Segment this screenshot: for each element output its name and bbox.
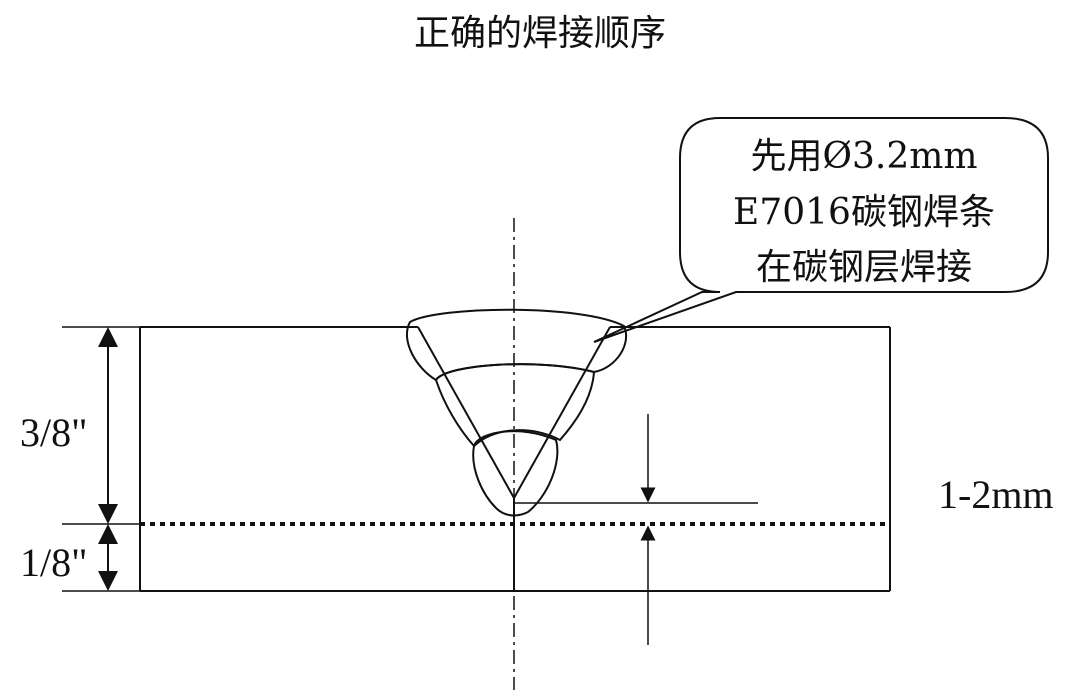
root-gap-dimension: 1-2mm [514,414,1054,645]
dim-label-top-layer: 3/8" [20,410,87,455]
groove-right-bevel [513,326,611,499]
callout-line-2: E7016碳钢焊条 [733,192,995,233]
diagram-title: 正确的焊接顺序 [414,13,666,54]
callout-line-3: 在碳钢层焊接 [756,247,972,288]
dim-label-bottom-layer: 1/8" [20,540,87,585]
callout-outline [593,117,1049,343]
cap-weld-bead [405,308,627,382]
groove-left-bevel [417,326,515,499]
weld-groove [405,308,627,591]
root-gap-label: 1-2mm [938,472,1054,517]
fill-weld-bead [434,363,596,448]
callout-line-1: 先用Ø3.2mm [750,136,977,177]
callout-bubble: 先用Ø3.2mm E7016碳钢焊条 在碳钢层焊接 [593,117,1049,343]
root-weld-bead [472,430,559,517]
thickness-dimensions: 3/8" 1/8" [20,326,140,592]
